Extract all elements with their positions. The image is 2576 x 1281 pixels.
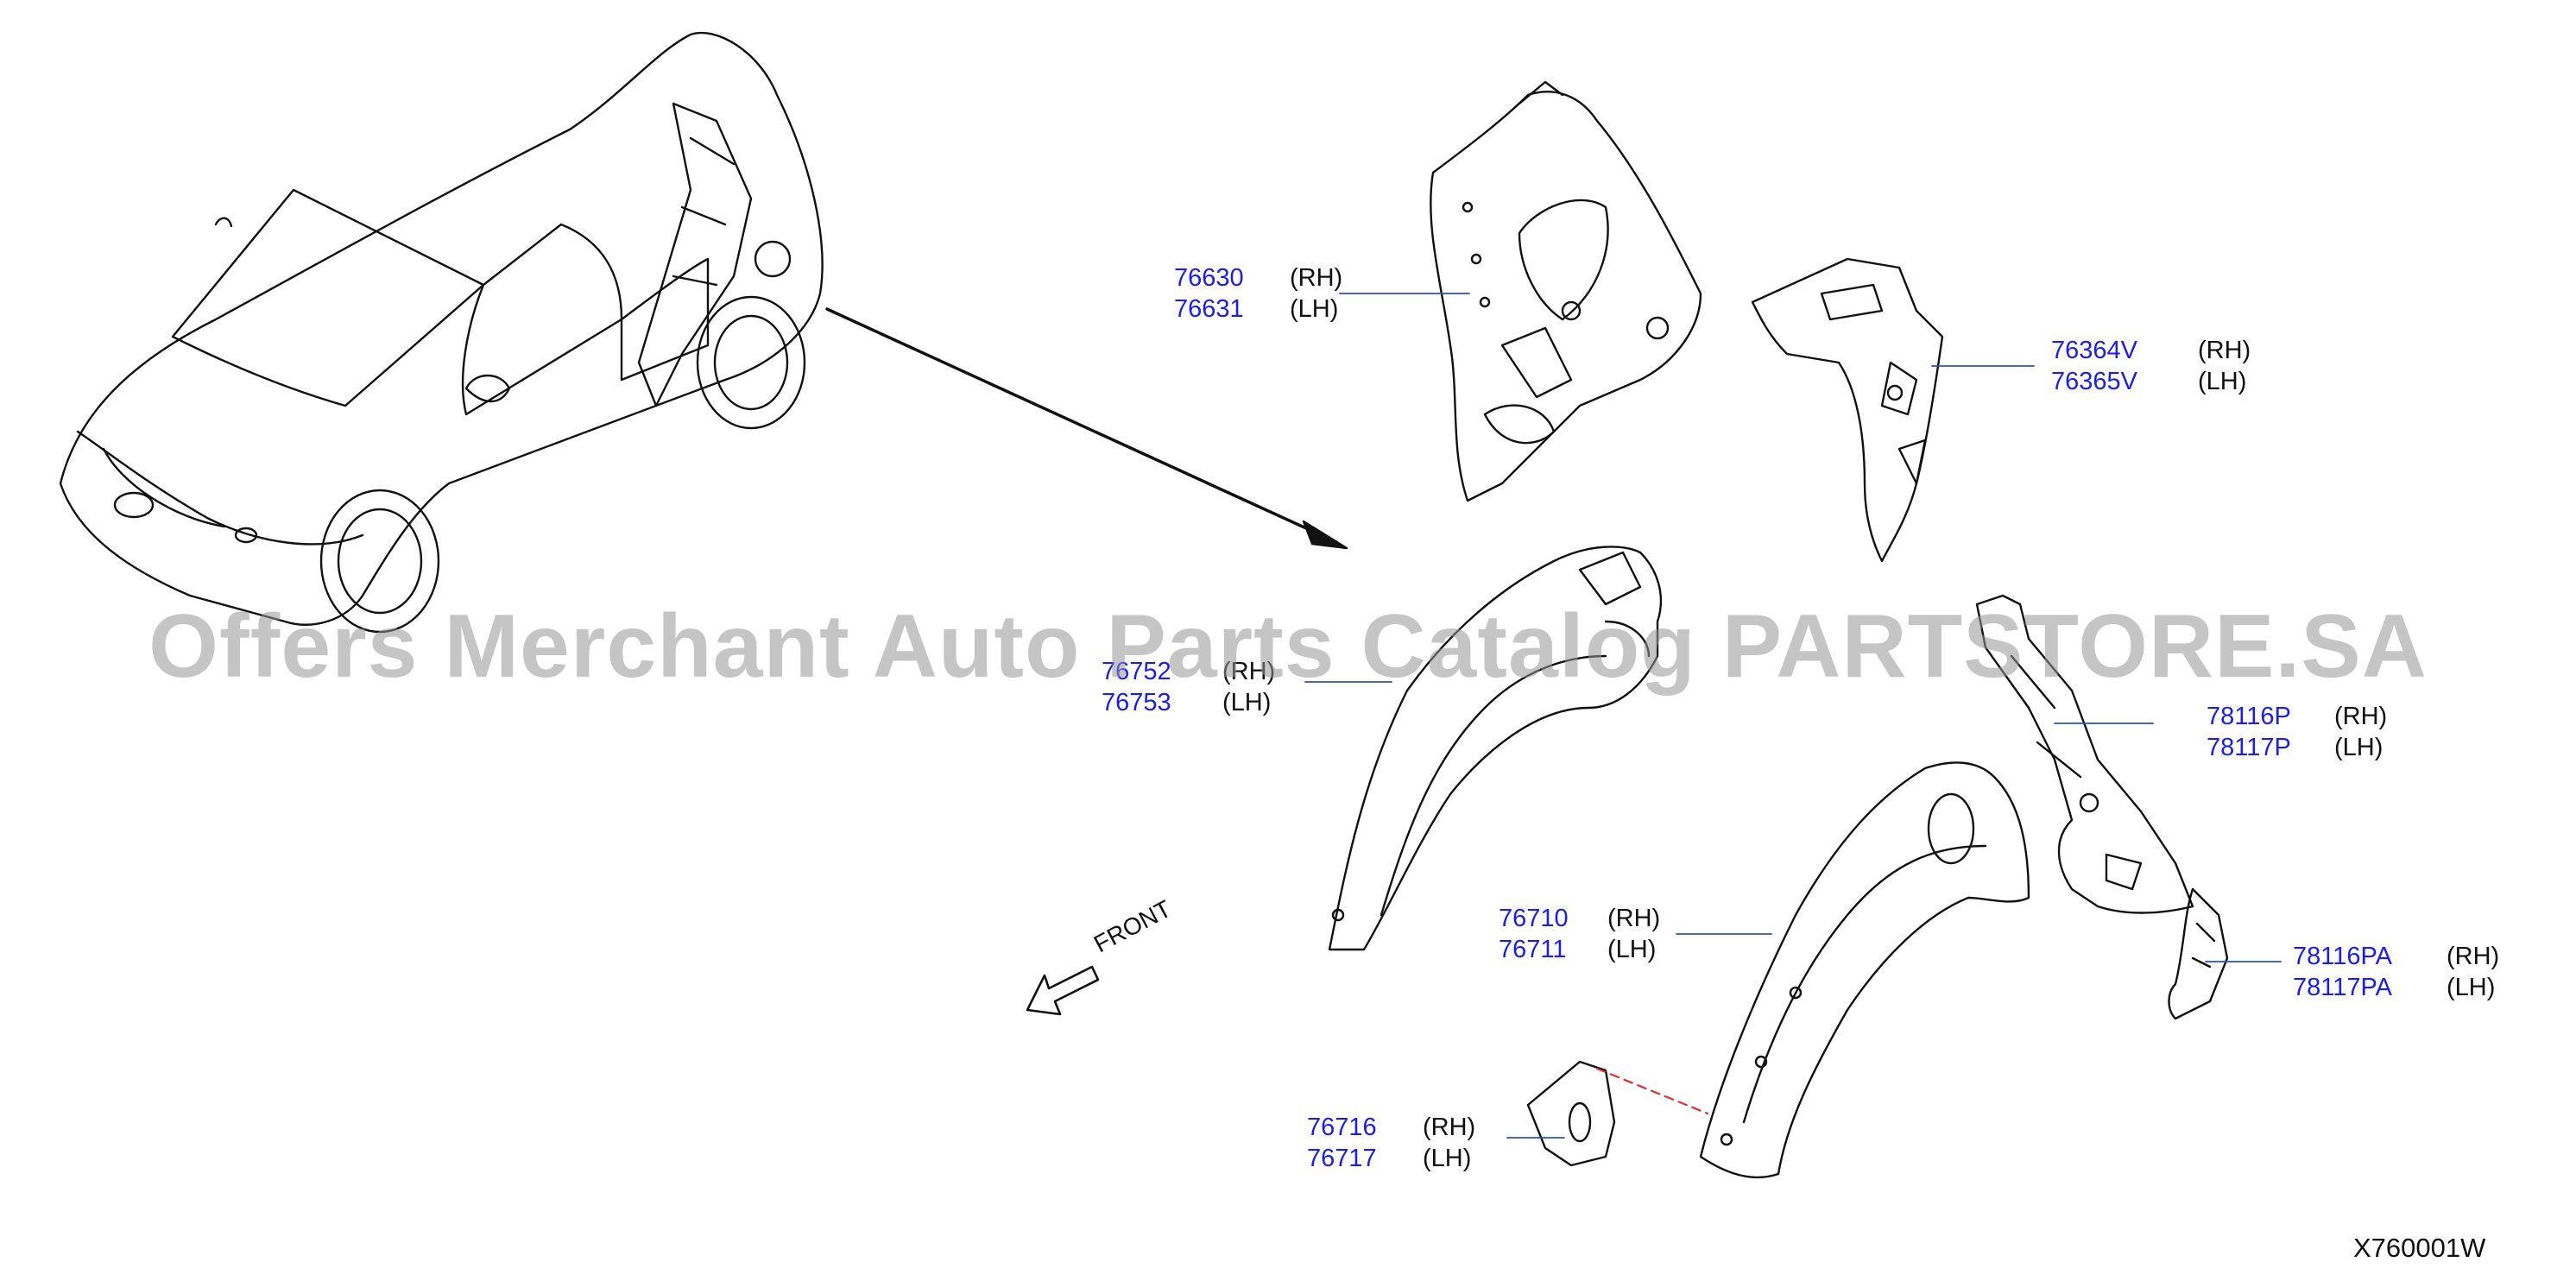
part-76710-illustration xyxy=(1699,761,2030,1179)
leader-lines xyxy=(1304,293,2282,1139)
side-rh: (RH) xyxy=(1423,1114,1476,1141)
side-lh: (LH) xyxy=(1607,936,1657,963)
side-rh: (RH) xyxy=(2447,943,2500,970)
side-rh: (RH) xyxy=(1607,905,1661,932)
part-78116pa-illustration xyxy=(2168,887,2229,1020)
part-number-76717[interactable]: 76717 xyxy=(1307,1145,1377,1172)
part-number-78116pa[interactable]: 78116PA xyxy=(2293,943,2393,970)
part-number-76711[interactable]: 76711 xyxy=(1499,936,1567,963)
side-lh: (LH) xyxy=(1290,295,1339,323)
side-rh: (RH) xyxy=(2334,703,2388,730)
side-rh: (RH) xyxy=(1290,264,1343,292)
connector-line xyxy=(1595,1067,1709,1115)
direction-arrow xyxy=(825,307,1348,550)
side-rh: (RH) xyxy=(1222,658,1276,685)
side-lh: (LH) xyxy=(1222,689,1272,716)
part-76630-illustration xyxy=(1430,80,1702,502)
part-number-78117p[interactable]: 78117P xyxy=(2207,734,2291,761)
part-76716-illustration xyxy=(1526,1060,1616,1167)
watermark-text: Offers Merchant Auto Parts Catalog PARTS… xyxy=(148,596,2428,697)
side-lh: (LH) xyxy=(2447,974,2496,1001)
part-76752-illustration xyxy=(1328,546,1663,951)
diagram-code: X760001W xyxy=(2353,1233,2486,1263)
side-lh: (LH) xyxy=(2334,734,2383,761)
part-number-76753[interactable]: 76753 xyxy=(1102,689,1171,716)
part-number-76630[interactable]: 76630 xyxy=(1174,264,1244,292)
side-rh: (RH) xyxy=(2198,337,2251,364)
part-number-76752[interactable]: 76752 xyxy=(1102,658,1171,685)
part-78116p-illustration xyxy=(1975,594,2194,914)
part-number-76364v[interactable]: 76364V xyxy=(2051,337,2137,364)
front-arrow-icon xyxy=(1026,965,1100,1016)
part-number-76365v[interactable]: 76365V xyxy=(2051,368,2137,395)
side-lh: (LH) xyxy=(1423,1145,1472,1172)
part-number-76631[interactable]: 76631 xyxy=(1174,295,1244,323)
part-number-78116p[interactable]: 78116P xyxy=(2207,703,2291,730)
part-number-76716[interactable]: 76716 xyxy=(1307,1114,1377,1141)
part-number-78117pa[interactable]: 78117PA xyxy=(2293,974,2393,1001)
part-number-76710[interactable]: 76710 xyxy=(1499,905,1569,932)
vehicle-illustration xyxy=(59,32,824,634)
part-76364v-illustration xyxy=(1751,257,1944,563)
side-lh: (LH) xyxy=(2198,368,2247,395)
